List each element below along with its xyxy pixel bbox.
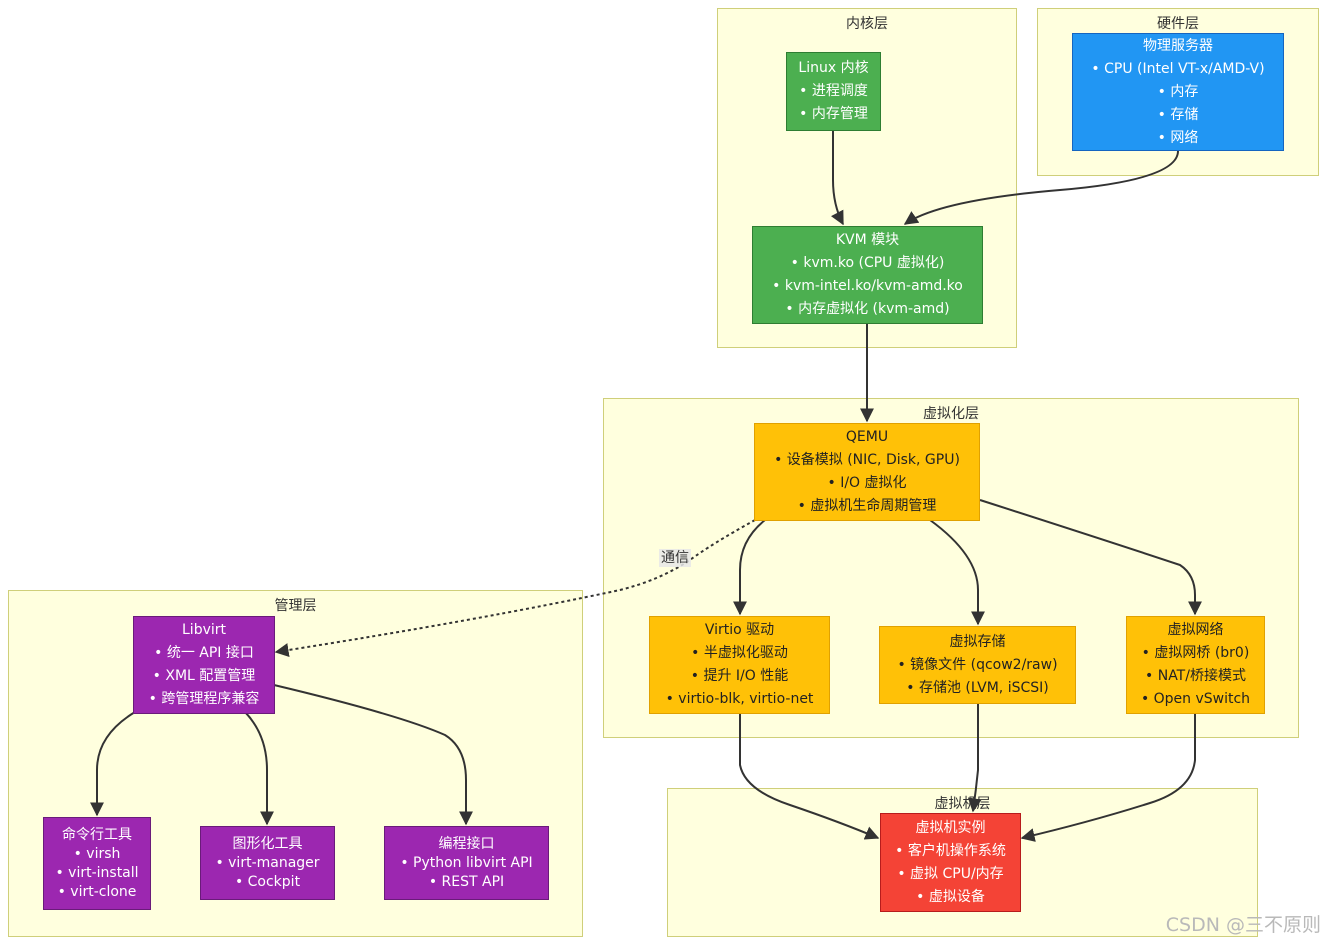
virtio-driver-line-2: • 提升 I/O 性能 bbox=[690, 668, 789, 684]
virtual-storage-title: 虚拟存储 bbox=[949, 633, 1006, 650]
vm-instance-line-2: • 虚拟 CPU/内存 bbox=[897, 865, 1004, 882]
cli-tools-line-1: • virsh bbox=[73, 845, 121, 862]
virtual-storage-line-2: • 存储池 (LVM, iSCSI) bbox=[906, 679, 1049, 696]
kvm-module-node[interactable]: KVM 模块 • kvm.ko (CPU 虚拟化) • kvm-intel.ko… bbox=[752, 226, 983, 324]
gui-tools-line-2: • Cockpit bbox=[234, 873, 301, 890]
qemu-node[interactable]: QEMU • 设备模拟 (NIC, Disk, GPU) • I/O 虚拟化 •… bbox=[754, 423, 980, 521]
libvirt-title: Libvirt bbox=[182, 622, 226, 638]
gui-tools-title: 图形化工具 bbox=[232, 835, 303, 852]
virtual-storage-node[interactable]: 虚拟存储 • 镜像文件 (qcow2/raw) • 存储池 (LVM, iSCS… bbox=[879, 626, 1076, 704]
linux-kernel-node[interactable]: Linux 内核 • 进程调度 • 内存管理 bbox=[786, 52, 881, 131]
virtual-network-line-3: • Open vSwitch bbox=[1140, 691, 1251, 707]
virtualization-layer-title: 虚拟化层 bbox=[923, 406, 979, 422]
virtual-network-line-1: • 虚拟网桥 (br0) bbox=[1141, 645, 1250, 661]
qemu-line-2: • I/O 虚拟化 bbox=[827, 475, 907, 491]
virtio-driver-title: Virtio 驱动 bbox=[704, 622, 775, 638]
cli-tools-line-2: • virt-install bbox=[55, 864, 139, 881]
libvirt-line-2: • XML 配置管理 bbox=[152, 668, 256, 684]
edge-qemu-vstorage bbox=[929, 519, 985, 626]
programming-api-line-1: • Python libvirt API bbox=[400, 854, 533, 871]
gui-tools-node[interactable]: 图形化工具 • virt-manager • Cockpit bbox=[200, 826, 335, 900]
programming-api-node[interactable]: 编程接口 • Python libvirt API • REST API bbox=[384, 826, 549, 900]
edge-server-kvm bbox=[903, 150, 1179, 225]
linux-kernel-title: Linux 内核 bbox=[798, 60, 869, 76]
vm-instance-line-1: • 客户机操作系统 bbox=[895, 842, 1006, 859]
cli-tools-node[interactable]: 命令行工具 • virsh • virt-install • virt-clon… bbox=[43, 817, 151, 910]
kvm-module-line-3: • 内存虚拟化 (kvm-amd) bbox=[785, 301, 950, 317]
virtio-driver-line-1: • 半虚拟化驱动 bbox=[691, 645, 788, 661]
virtual-storage-line-1: • 镜像文件 (qcow2/raw) bbox=[897, 656, 1058, 673]
physical-server-line-3: • 存储 bbox=[1157, 106, 1199, 123]
virtual-network-line-2: • NAT/桥接模式 bbox=[1145, 668, 1246, 684]
vm-instance-node[interactable]: 虚拟机实例 • 客户机操作系统 • 虚拟 CPU/内存 • 虚拟设备 bbox=[880, 813, 1021, 912]
physical-server-line-2: • 内存 bbox=[1157, 83, 1199, 100]
virtual-network-node[interactable]: 虚拟网络 • 虚拟网桥 (br0) • NAT/桥接模式 • Open vSwi… bbox=[1126, 616, 1265, 714]
gui-tools-line-1: • virt-manager bbox=[215, 854, 320, 871]
programming-api-line-2: • REST API bbox=[428, 873, 505, 890]
virtio-driver-line-3: • virtio-blk, virtio-net bbox=[665, 691, 814, 707]
cli-tools-title: 命令行工具 bbox=[62, 826, 132, 843]
qemu-line-3: • 虚拟机生命周期管理 bbox=[797, 498, 937, 514]
virtio-driver-node[interactable]: Virtio 驱动 • 半虚拟化驱动 • 提升 I/O 性能 • virtio-… bbox=[649, 616, 830, 714]
physical-server-title: 物理服务器 bbox=[1143, 37, 1213, 54]
physical-server-node[interactable]: 物理服务器 • CPU (Intel VT-x/AMD-V) • 内存 • 存储… bbox=[1072, 33, 1284, 151]
libvirt-line-3: • 跨管理程序兼容 bbox=[148, 691, 260, 707]
edge-qemu-virtio bbox=[733, 519, 766, 616]
vm-instance-line-3: • 虚拟设备 bbox=[916, 888, 985, 905]
edge-libvirt-cli bbox=[90, 711, 136, 817]
edge-vstorage-vm bbox=[967, 703, 982, 813]
edge-libvirt-gui bbox=[244, 711, 274, 826]
kvm-module-title: KVM 模块 bbox=[835, 232, 900, 248]
edge-linux-kvm bbox=[830, 130, 844, 226]
linux-kernel-line-2: • 内存管理 bbox=[799, 106, 868, 122]
kvm-module-line-1: • kvm.ko (CPU 虚拟化) bbox=[790, 255, 945, 271]
cli-tools-line-3: • virt-clone bbox=[57, 883, 137, 900]
edge-qemu-vnet bbox=[979, 499, 1202, 616]
physical-server-line-4: • 网络 bbox=[1157, 129, 1199, 146]
kvm-module-line-2: • kvm-intel.ko/kvm-amd.ko bbox=[772, 278, 963, 294]
qemu-title: QEMU bbox=[845, 429, 889, 445]
management-layer-title: 管理层 bbox=[274, 598, 317, 614]
libvirt-node[interactable]: Libvirt • 统一 API 接口 • XML 配置管理 • 跨管理程序兼容 bbox=[133, 616, 275, 714]
qemu-line-1: • 设备模拟 (NIC, Disk, GPU) bbox=[774, 452, 960, 468]
virtual-network-title: 虚拟网络 bbox=[1167, 622, 1224, 638]
edge-label-communication: 通信 bbox=[659, 549, 691, 567]
linux-kernel-line-1: • 进程调度 bbox=[799, 83, 868, 99]
edge-vnet-vm bbox=[1020, 713, 1196, 842]
libvirt-line-1: • 统一 API 接口 bbox=[154, 645, 254, 661]
physical-server-line-1: • CPU (Intel VT-x/AMD-V) bbox=[1091, 60, 1265, 77]
hardware-layer-title: 硬件层 bbox=[1157, 16, 1199, 32]
kernel-layer-title: 内核层 bbox=[846, 16, 888, 32]
watermark: CSDN @三不原则 bbox=[1165, 914, 1321, 936]
edge-libvirt-api bbox=[273, 684, 473, 826]
vm-instance-title: 虚拟机实例 bbox=[915, 819, 986, 836]
edge-qemu-libvirt bbox=[274, 519, 756, 657]
edge-virtio-vm bbox=[739, 713, 880, 840]
programming-api-title: 编程接口 bbox=[438, 835, 495, 852]
